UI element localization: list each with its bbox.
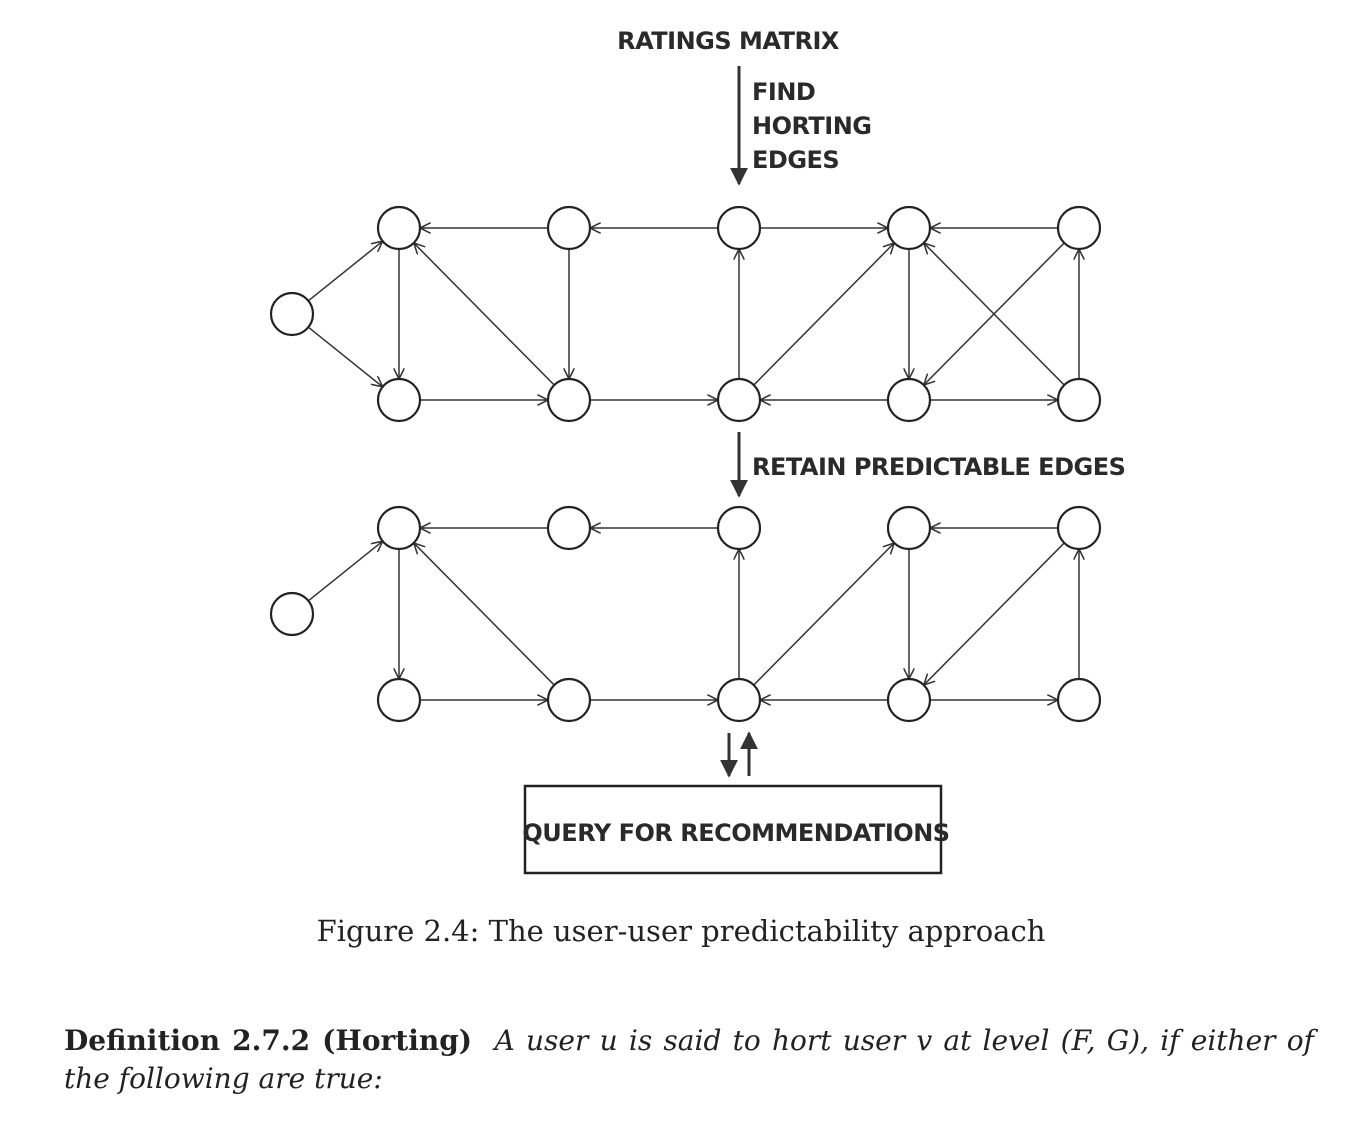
graph1-edge-T5-B4 bbox=[924, 242, 1065, 385]
graph1-edge-L-T1 bbox=[307, 241, 382, 302]
graph2-node-B3 bbox=[716, 677, 762, 723]
horting-figure: RATINGS MATRIX FIND HORTING EDGES RETAIN… bbox=[269, 27, 1126, 875]
label-find: FIND bbox=[752, 78, 815, 106]
graph2-node-T2 bbox=[546, 505, 592, 551]
graph2-node-T3 bbox=[716, 505, 762, 551]
graph2-node-B1 bbox=[376, 677, 422, 723]
graph1-node-T1 bbox=[376, 205, 422, 251]
predictable-edges-graph bbox=[269, 505, 1102, 723]
query-box bbox=[523, 784, 943, 875]
graph2-node-T1 bbox=[376, 505, 422, 551]
definition-heading: Definition 2.7.2 (Horting) bbox=[64, 1024, 473, 1057]
graph2-node-B4 bbox=[886, 677, 932, 723]
label-ratings-matrix: RATINGS MATRIX bbox=[617, 27, 840, 55]
label-edges: EDGES bbox=[752, 146, 839, 174]
label-query-for-recommendations: QUERY FOR RECOMMENDATIONS bbox=[522, 819, 949, 847]
graph1-node-B2 bbox=[546, 377, 592, 423]
full-horting-graph bbox=[269, 205, 1102, 423]
graph2-node-B5 bbox=[1056, 677, 1102, 723]
graph2-edge-T5-B4 bbox=[924, 542, 1065, 685]
graph1-node-B1 bbox=[376, 377, 422, 423]
graph1-edge-B3-T4 bbox=[753, 243, 894, 386]
graph1-node-B5 bbox=[1056, 377, 1102, 423]
graph1-node-T2 bbox=[546, 205, 592, 251]
graph1-node-L bbox=[269, 291, 315, 337]
graph2-node-T4 bbox=[886, 505, 932, 551]
label-horting: HORTING bbox=[752, 112, 871, 140]
definition: Definition 2.7.2 (Horting) A user u is s… bbox=[64, 1022, 1314, 1098]
graph2-node-B2 bbox=[546, 677, 592, 723]
graph2-edge-B3-T4 bbox=[753, 543, 894, 686]
graph1-node-T4 bbox=[886, 205, 932, 251]
graph2-node-L bbox=[269, 591, 315, 637]
figure-caption: Figure 2.4: The user-user predictability… bbox=[316, 914, 1046, 948]
graph1-node-B4 bbox=[886, 377, 932, 423]
graph2-edge-L-T1 bbox=[307, 541, 382, 602]
definition-body: A user u is said to hort user v at level… bbox=[64, 1024, 1315, 1095]
graph1-node-B3 bbox=[716, 377, 762, 423]
graph2-edge-B2-T1 bbox=[414, 543, 555, 686]
graph1-edge-B2-T1 bbox=[414, 243, 555, 386]
label-retain-predictable-edges: RETAIN PREDICTABLE EDGES bbox=[752, 453, 1125, 481]
graph1-node-T5 bbox=[1056, 205, 1102, 251]
graph1-node-T3 bbox=[716, 205, 762, 251]
graph2-node-T5 bbox=[1056, 505, 1102, 551]
graph1-edge-L-B1 bbox=[307, 326, 382, 387]
